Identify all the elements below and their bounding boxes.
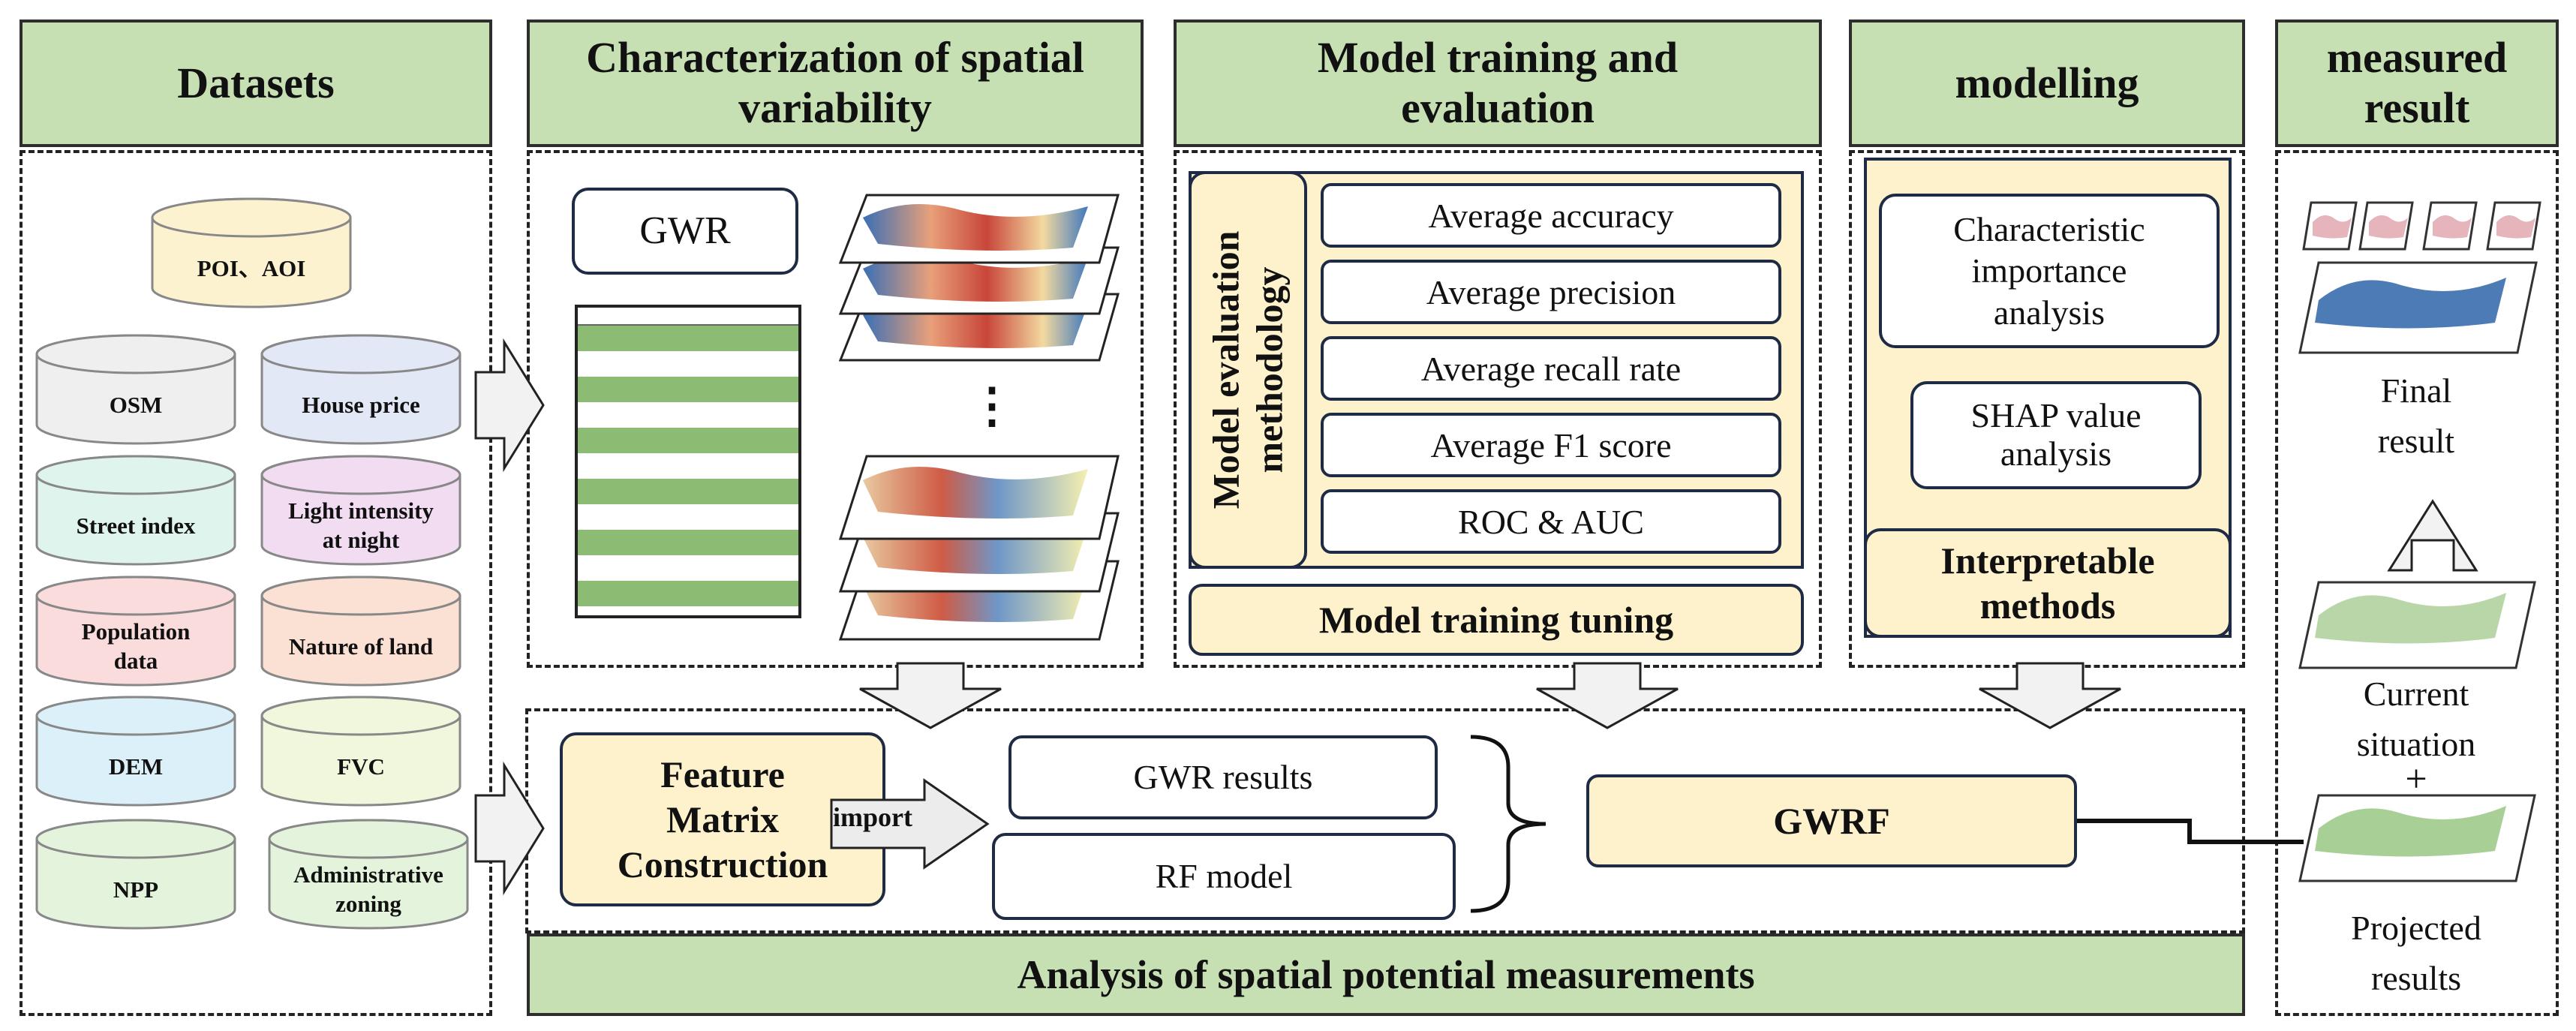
metric-roc-auc: ROC & AUC — [1321, 489, 1781, 554]
arrow-characterization-down — [859, 662, 1002, 729]
arrow-datasets-to-analysis — [474, 761, 545, 896]
gwrf-to-projected-line — [2077, 819, 2304, 844]
measured-result-panel — [2275, 150, 2559, 1016]
datasets-header: Datasets — [20, 20, 492, 147]
rf-model-box: RF model — [992, 833, 1456, 920]
metric-average-accuracy: Average accuracy — [1321, 183, 1781, 248]
datasets-panel — [20, 150, 492, 1016]
up-arrow — [2387, 499, 2478, 572]
import-arrow — [830, 778, 990, 870]
metric-average-precision: Average precision — [1321, 260, 1781, 324]
dataset-dem: DEM — [35, 695, 237, 807]
dataset-street-index: Street index — [35, 454, 237, 567]
gwr-results-box: GWR results — [1008, 735, 1438, 819]
dataset-poi-aoi: POI、AOI — [150, 197, 353, 309]
arrow-training-down — [1536, 662, 1679, 729]
model-training-panel — [1174, 150, 1822, 668]
gwr-table-thumbnail — [575, 305, 801, 618]
dataset-osm: OSM — [35, 333, 237, 446]
dataset-npp: NPP — [35, 818, 237, 930]
lower-map-stack — [838, 455, 1120, 641]
metric-average-f1: Average F1 score — [1321, 413, 1781, 477]
metric-average-recall: Average recall rate — [1321, 336, 1781, 401]
arrow-datasets-to-characterization — [474, 338, 545, 473]
plus-sign: + — [2405, 758, 2427, 801]
mini-red-maps — [2302, 201, 2541, 251]
arrow-modelling-down — [1979, 662, 2121, 729]
gwrf-box: GWRF — [1586, 774, 2077, 867]
dataset-fvc: FVC — [260, 695, 462, 807]
analysis-footer-banner: Analysis of spatial potential measuremen… — [527, 933, 2245, 1016]
modelling-header: modelling — [1849, 20, 2245, 147]
import-label: import — [833, 802, 912, 832]
final-result-map — [2298, 261, 2538, 354]
current-situation-map — [2298, 581, 2536, 669]
brace — [1470, 735, 1547, 913]
upper-map-stack — [838, 194, 1120, 362]
map-ellipsis: ⋮ — [968, 379, 1016, 432]
model-training-tuning: Model training tuning — [1189, 584, 1804, 656]
dataset-nature-of-land: Nature of land — [260, 575, 462, 687]
methodology-label-box: Model evaluation methodology — [1189, 171, 1307, 569]
projected-results-map — [2298, 794, 2536, 882]
gwr-box: GWR — [572, 188, 798, 275]
dataset-house-price: House price — [260, 333, 462, 446]
